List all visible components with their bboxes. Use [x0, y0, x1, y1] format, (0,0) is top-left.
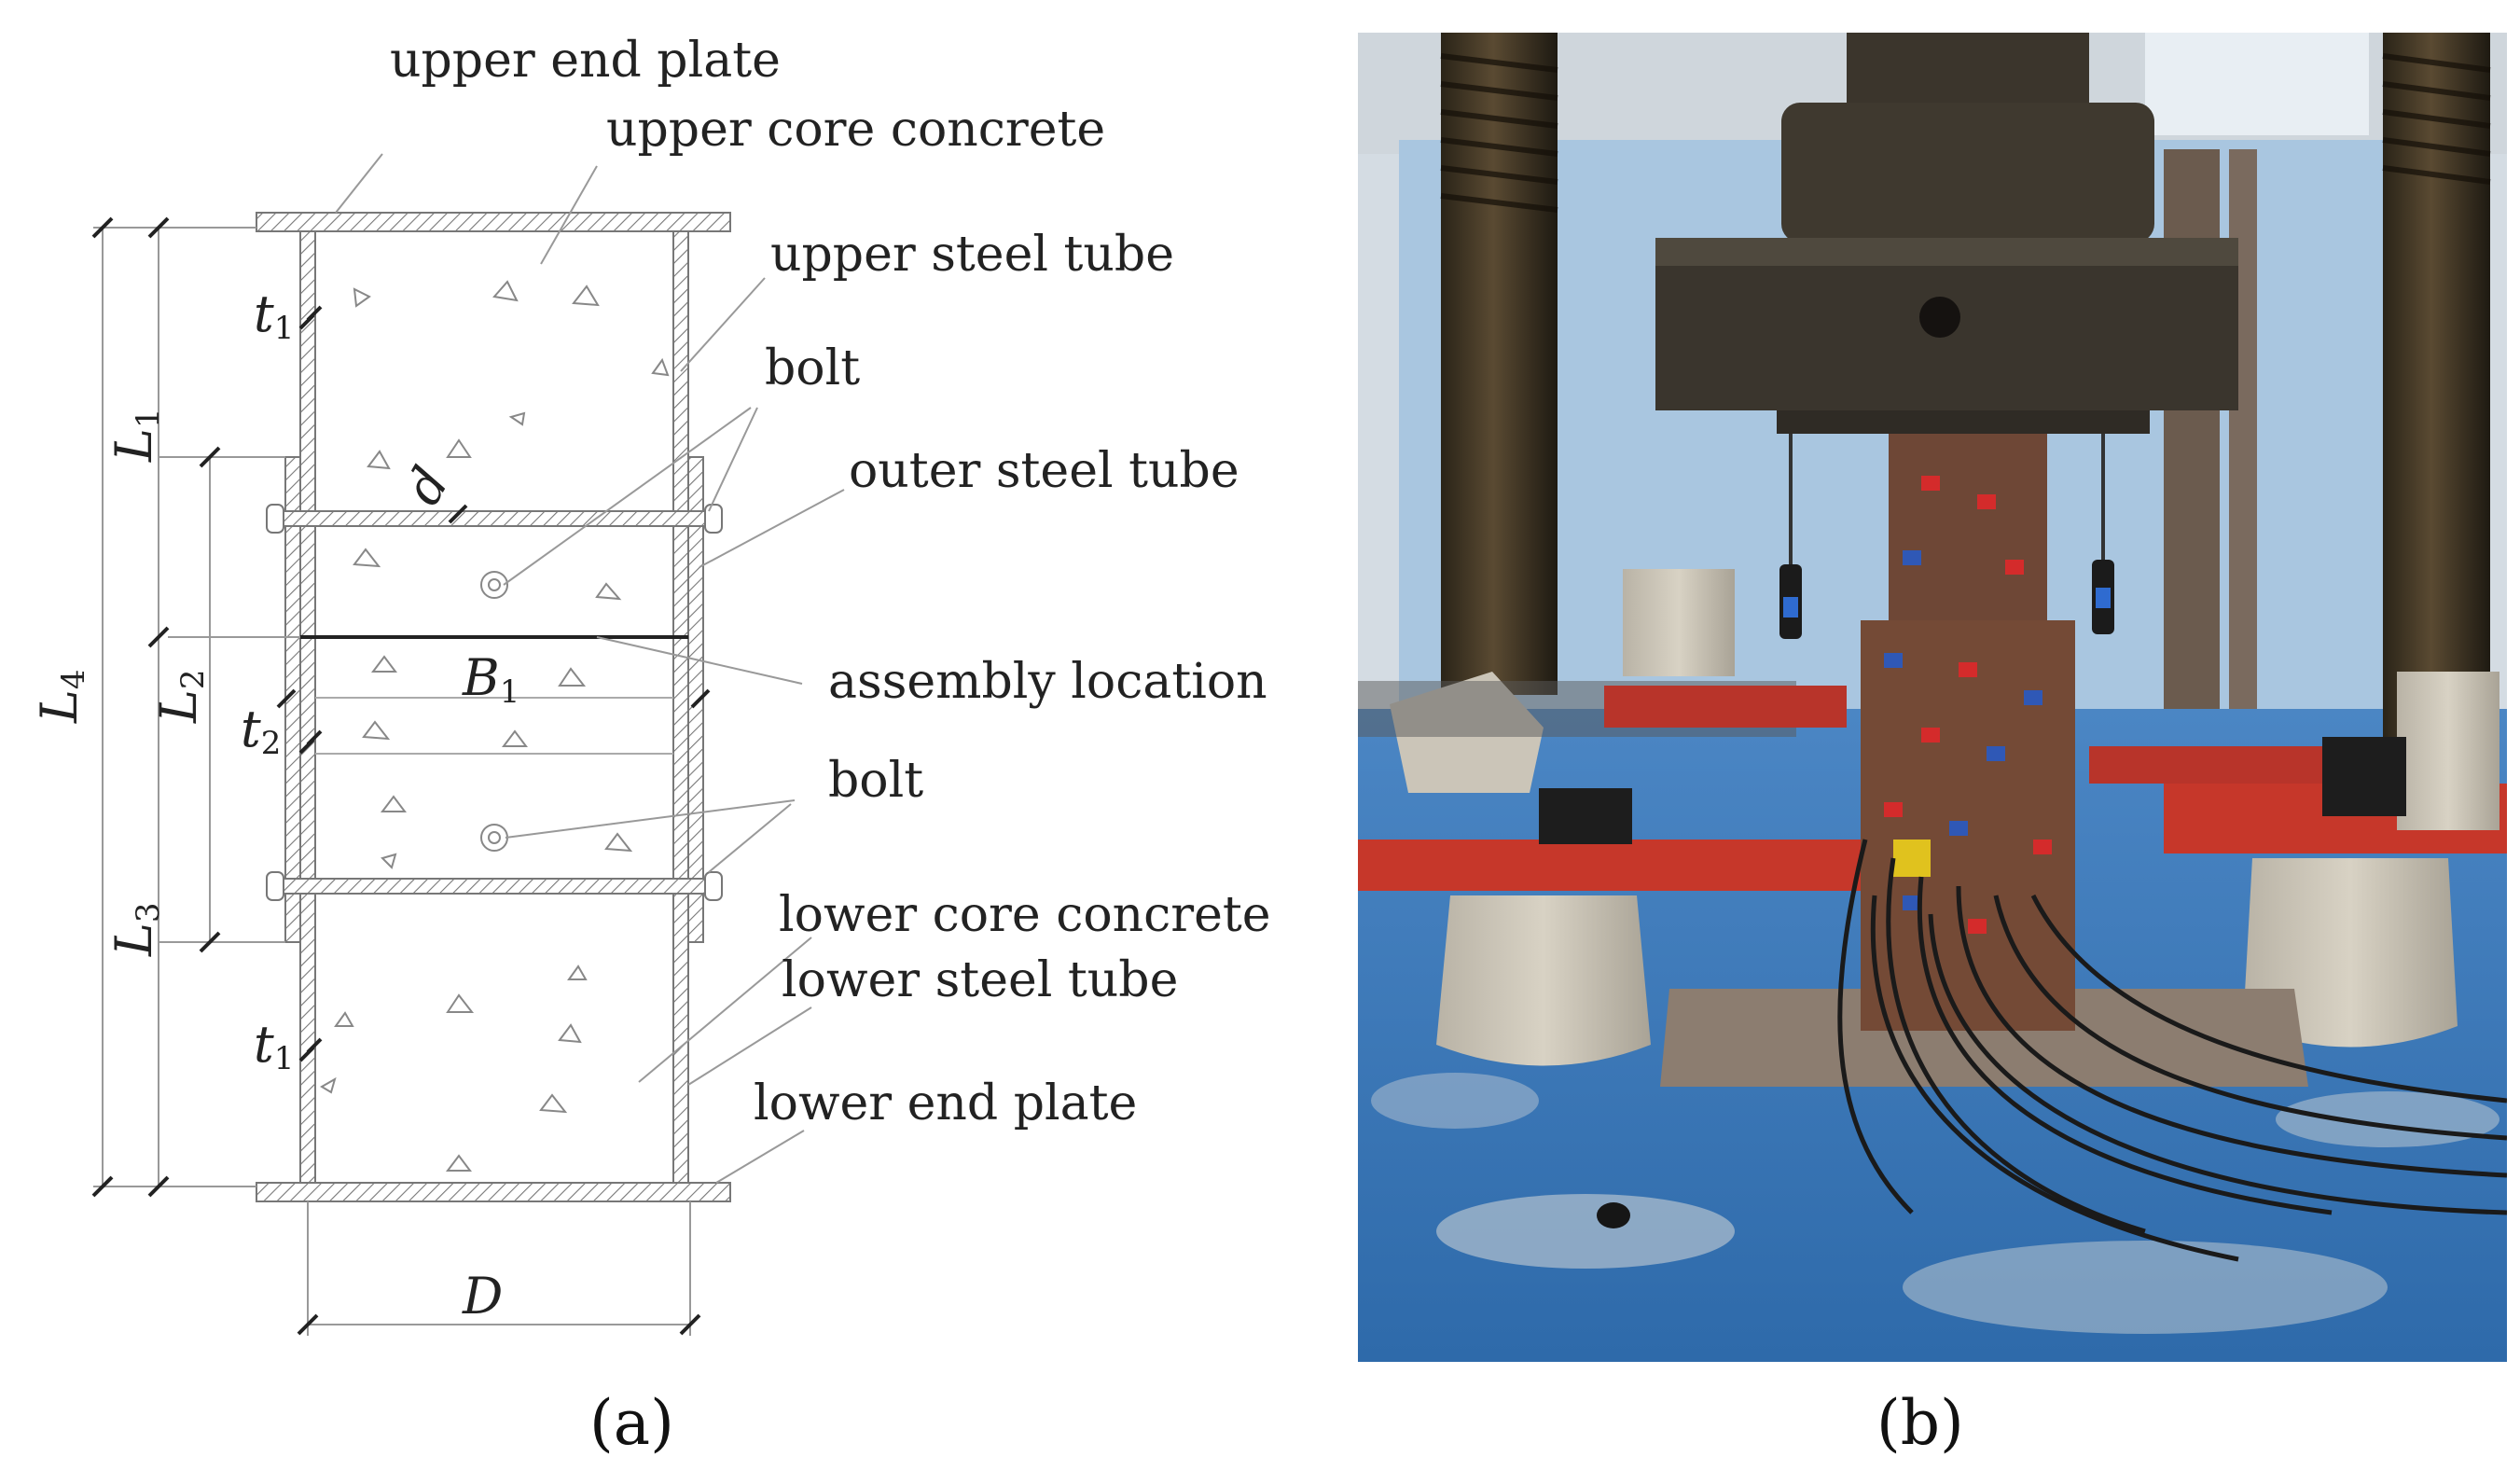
outer-steel-tube-right-wall: [687, 456, 704, 943]
upper-steel-tube-right-wall: [672, 230, 689, 638]
dim-D: D: [462, 1267, 503, 1325]
dim-L1: L1: [104, 409, 167, 464]
leader-lines: [335, 153, 845, 1184]
label-lower-steel-tube: lower steel tube: [782, 952, 1178, 1008]
dim-t1-top: t1: [254, 284, 294, 347]
dim-t1-bottom: t1: [254, 1015, 294, 1077]
lower-bolt: [266, 871, 723, 901]
label-bolt-upper: bolt: [765, 340, 860, 396]
concrete-aggregate: [320, 280, 670, 1172]
dim-B1: B1: [462, 648, 519, 711]
displacement-transducers: [1779, 434, 2114, 639]
left-red-support-beam: [1358, 840, 1880, 891]
right-concrete-cylinder: [2243, 858, 2458, 1048]
upper-end-plate: [256, 212, 731, 232]
bolt-section-upper: [480, 571, 508, 599]
caption-a: (a): [589, 1387, 674, 1459]
lower-steel-tube-right-wall: [672, 636, 689, 1184]
label-upper-end-plate: upper end plate: [390, 33, 781, 89]
specimen-column-upper: [1889, 434, 2047, 620]
label-lower-end-plate: lower end plate: [754, 1075, 1137, 1131]
left-concrete-cylinder: [1436, 895, 1651, 1066]
dimension-lines: [93, 227, 691, 1336]
upper-steel-tube-left-wall: [299, 230, 316, 638]
label-assembly-location: assembly location: [828, 654, 1267, 710]
strain-gauges: [1884, 476, 2052, 934]
dim-L3: L3: [104, 903, 167, 958]
schematic-drawing: upper end plate upper core concrete uppe…: [30, 33, 1271, 1459]
caption-b: (b): [1876, 1387, 1964, 1459]
gauge-cables: [1837, 839, 2507, 1262]
bolt-section-lower: [480, 824, 508, 852]
label-outer-steel-tube: outer steel tube: [849, 443, 1239, 499]
lower-steel-tube-left-wall: [299, 636, 316, 1184]
dim-d: d: [394, 457, 461, 514]
label-upper-steel-tube: upper steel tube: [770, 227, 1174, 283]
test-setup-photo: (b): [1358, 33, 2507, 1459]
upper-bolt: [266, 504, 723, 534]
right-threaded-column: [2383, 33, 2490, 742]
label-upper-core-concrete: upper core concrete: [606, 102, 1105, 158]
left-threaded-column: [1441, 33, 1558, 695]
dim-L2: L2: [149, 670, 212, 725]
dim-t2: t2: [241, 700, 281, 762]
label-bolt-lower: bolt: [828, 753, 923, 809]
label-lower-core-concrete: lower core concrete: [779, 887, 1271, 943]
dimension-ticks: [91, 216, 711, 1336]
lower-end-plate: [256, 1182, 731, 1202]
dim-L4: L4: [30, 670, 92, 725]
